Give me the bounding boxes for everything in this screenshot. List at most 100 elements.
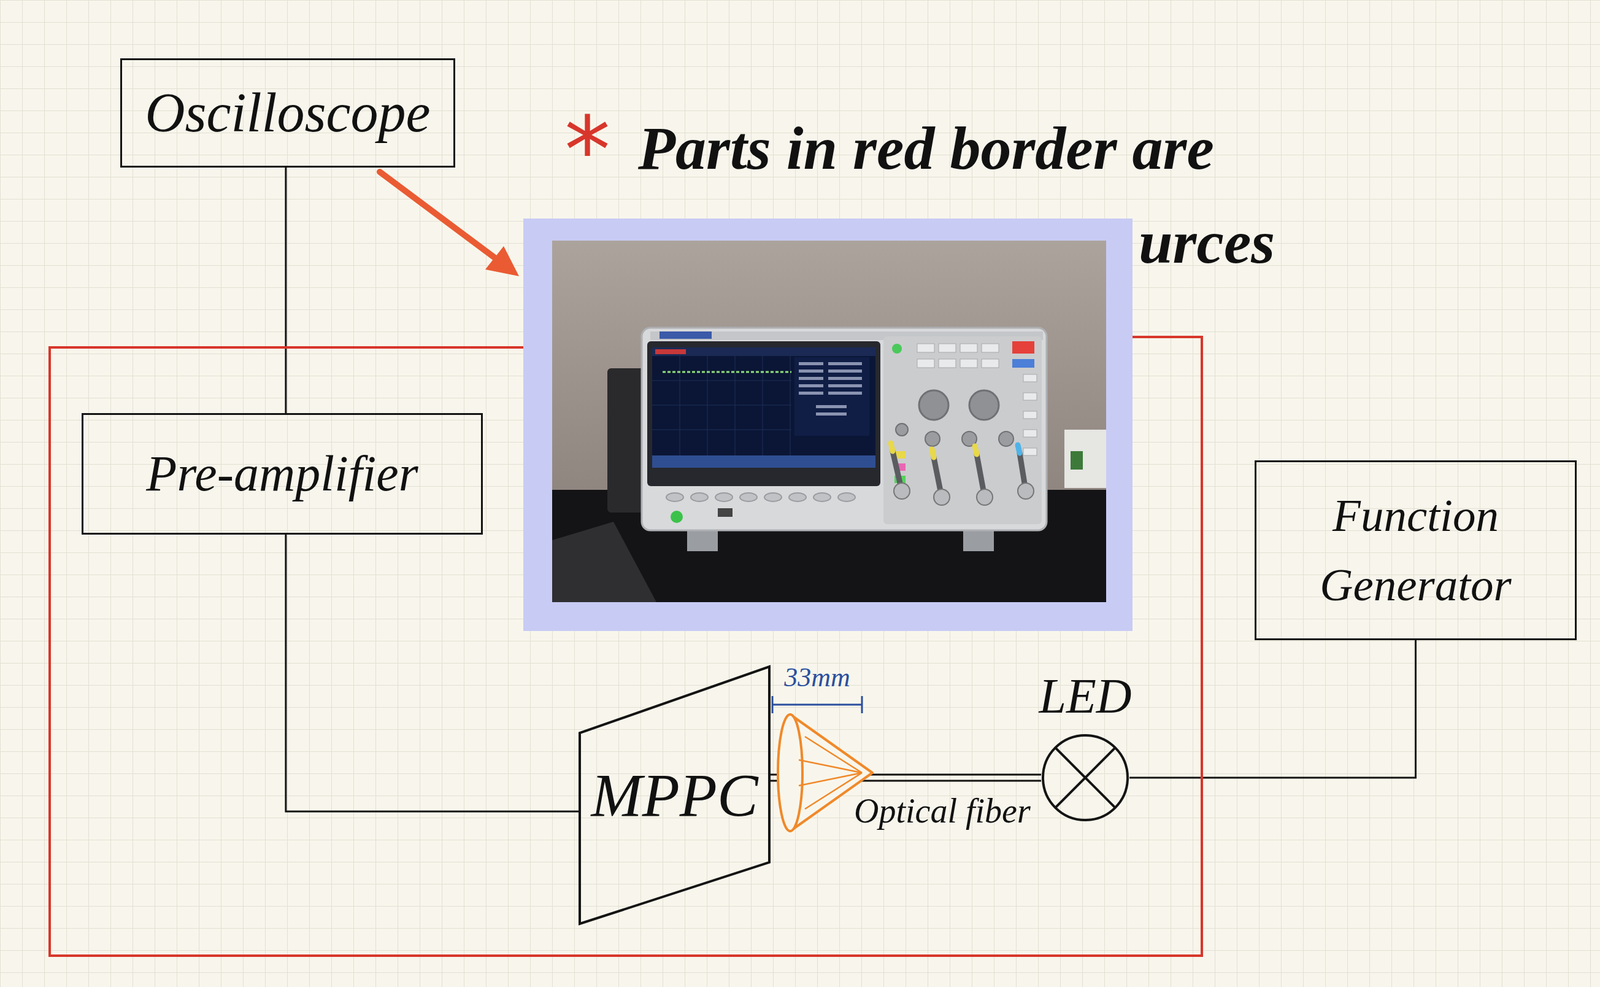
oscilloscope-photo-part — [828, 369, 862, 373]
wire — [1129, 639, 1416, 778]
oscilloscope-photo-part — [1023, 429, 1037, 437]
dimension-label: 33mm — [784, 663, 851, 691]
oscilloscope-photo-part — [764, 492, 782, 502]
oscilloscope-photo-part — [1017, 482, 1034, 499]
oscilloscope-photo-part — [828, 384, 862, 388]
node-text: Oscilloscope — [145, 80, 431, 145]
dimension-line-part — [772, 703, 862, 706]
pointer-arrow-part — [485, 246, 520, 277]
oscilloscope-photo-part — [1012, 358, 1035, 368]
oscilloscope-photo-part — [890, 442, 1020, 458]
oscilloscope-photo-part — [652, 347, 876, 356]
oscilloscope-photo-part — [790, 355, 791, 456]
edge-label: Optical fiber — [853, 792, 1031, 831]
oscilloscope-photo-part — [666, 492, 856, 502]
oscilloscope-photo-part — [715, 492, 733, 502]
oscilloscope-photo-part — [813, 492, 831, 502]
oscilloscope-photo-part — [647, 341, 881, 486]
oscilloscope-photo-part — [788, 492, 807, 502]
node-text: MPPC — [590, 759, 758, 831]
oscilloscope-photo-part — [739, 492, 758, 502]
oscilloscope-photo-part — [892, 450, 1026, 497]
oscilloscope-photo-part — [666, 492, 684, 502]
oscilloscope-photo-part — [969, 390, 999, 420]
oscilloscope-photo-part — [976, 488, 993, 505]
oscilloscope-photo-part — [1070, 450, 1083, 470]
pointer-arrow — [379, 171, 520, 277]
oscilloscope-photo-part — [895, 423, 1014, 447]
oscilloscope-photo-part — [828, 376, 862, 380]
oscilloscope-photo-part — [670, 510, 683, 523]
oscilloscope-photo-part — [981, 358, 999, 368]
oscilloscope-photo-part — [707, 355, 708, 456]
oscilloscope-photo-part — [798, 361, 862, 416]
oscilloscope-photo-part — [974, 446, 977, 454]
oscilloscope-photo-part — [895, 423, 908, 436]
detector-outline — [579, 666, 770, 924]
oscilloscope-photo-part — [1064, 429, 1107, 488]
oscilloscope-photo-part — [893, 482, 1034, 505]
node-text: Pre-amplifier — [146, 444, 418, 503]
light-cone-part — [804, 772, 862, 809]
oscilloscope-photo-part — [890, 442, 893, 451]
oscilloscope-photo — [552, 240, 1107, 602]
oscilloscope-photo-part — [762, 355, 764, 456]
oscilloscope-photo-part — [917, 343, 935, 353]
detector-shape: MPPC — [579, 666, 770, 924]
instrument-box: Pre-amplifier — [81, 412, 483, 535]
instrument-box: Function Generator — [1254, 460, 1577, 640]
note-text: Parts in red border are — [638, 117, 1215, 180]
oscilloscope-photo-part — [1017, 444, 1020, 453]
light-cone-part — [798, 759, 862, 773]
oscilloscope-photo-part — [998, 431, 1014, 447]
oscilloscope-photo-part — [662, 371, 792, 374]
oscilloscope-photo-part — [798, 384, 824, 388]
led-circle — [1041, 733, 1130, 822]
oscilloscope-photo-part — [828, 391, 862, 395]
oscilloscope-photo-part — [917, 343, 1037, 456]
oscilloscope-photo-part — [1023, 374, 1037, 382]
wire — [1129, 639, 1416, 778]
oscilloscope-photo-part — [652, 355, 792, 456]
led-circle — [1042, 734, 1128, 820]
wire — [284, 167, 287, 413]
node-text: LED — [1038, 668, 1132, 723]
led-cross — [1055, 747, 1116, 808]
oscilloscope-photo-part — [641, 327, 1047, 531]
oscilloscope-photo-part — [1023, 392, 1037, 400]
oscilloscope-photo-part — [1023, 447, 1037, 456]
photo-frame — [523, 218, 1133, 631]
oscilloscope-photo-part — [815, 404, 847, 408]
light-cone-part — [798, 736, 862, 809]
oscilloscope-photo-part — [734, 355, 736, 456]
oscilloscope-photo-part — [659, 331, 712, 339]
oscilloscope-photo-part — [960, 358, 978, 368]
note-text: urces — [1138, 211, 1275, 274]
oscilloscope-photo-part — [838, 492, 856, 502]
oscilloscope-photo-part — [933, 488, 950, 505]
oscilloscope-photo-part — [652, 404, 792, 406]
oscilloscope-photo-part — [798, 376, 824, 380]
led-cross — [1055, 747, 1116, 808]
dimension-line-part — [771, 695, 774, 713]
light-cone-part — [777, 714, 803, 831]
oscilloscope-photo-part — [892, 343, 902, 354]
pointer-arrow-part — [379, 171, 499, 261]
oscilloscope-photo-part — [794, 357, 870, 436]
oscilloscope-photo-part — [925, 431, 940, 447]
oscilloscope-photo-part — [981, 343, 999, 353]
oscilloscope-photo-part — [798, 391, 824, 395]
oscilloscope-photo-part — [917, 358, 935, 368]
oscilloscope-photo-part — [883, 336, 1042, 524]
oscilloscope-photo-part — [919, 390, 949, 420]
node-text: Function Generator — [1263, 480, 1569, 620]
oscilloscope-photo-part — [652, 455, 876, 468]
oscilloscope-photo-part — [938, 343, 956, 353]
oscilloscope-photo-part — [1023, 411, 1037, 419]
oscilloscope-photo-part — [931, 449, 934, 458]
oscilloscope-photo-part — [828, 361, 862, 366]
wire — [285, 167, 286, 413]
dimension-line-part — [861, 695, 864, 713]
oscilloscope-photo-part — [655, 349, 686, 354]
